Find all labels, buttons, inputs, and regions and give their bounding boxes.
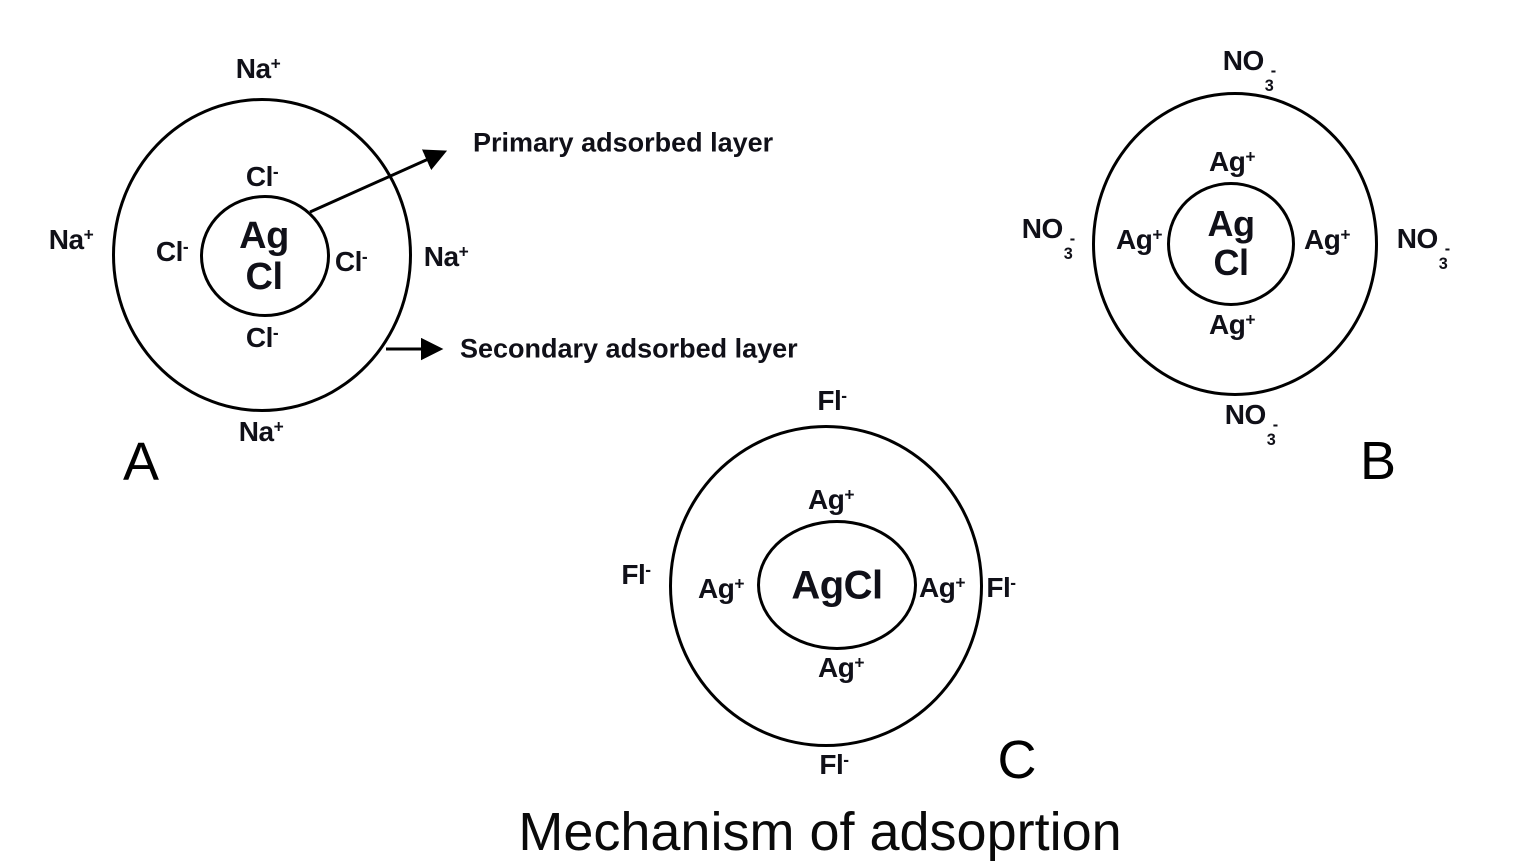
diagram-c-letter: C xyxy=(997,730,1037,790)
ion-base: Fl xyxy=(621,559,646,590)
c-outer-ion-left: Fl- xyxy=(621,559,651,591)
diagram-a-letter: A xyxy=(122,432,160,492)
ion-sub-sup: -3 xyxy=(1264,61,1276,96)
ion-superscript: - xyxy=(841,385,847,406)
core-formula-line1: Ag xyxy=(1207,203,1256,245)
a-outer-ion-left: Na+ xyxy=(48,224,94,256)
b-outer-ion-top: NO-3 xyxy=(1222,45,1276,96)
a-outer-ion-right: Na+ xyxy=(423,241,469,273)
ion-base: Ag xyxy=(818,652,855,683)
diagram-a-outer-circle xyxy=(112,98,412,412)
ion-superscript: - xyxy=(843,749,849,770)
ion-subscript: 3 xyxy=(1063,245,1073,264)
b-outer-ion-bottom: NO-3 xyxy=(1224,399,1278,450)
ion-superscript: - xyxy=(182,236,189,257)
b-outer-ion-right: NO-3 xyxy=(1396,223,1450,274)
diagram-c-outer-circle xyxy=(669,425,983,747)
ion-base: NO xyxy=(1021,213,1064,245)
diagram-a-core-label: Ag Cl xyxy=(239,214,289,298)
ion-base: Cl xyxy=(245,161,274,192)
ion-base: Fl xyxy=(817,385,842,416)
c-outer-ion-right: Fl- xyxy=(986,572,1016,604)
ion-sub-sup: -3 xyxy=(1438,239,1450,274)
ion-base: Cl xyxy=(155,236,184,267)
ion-base: Ag xyxy=(1209,146,1246,177)
ion-subscript: 3 xyxy=(1264,77,1274,96)
ion-superscript: - xyxy=(1444,239,1450,258)
ion-subscript: 3 xyxy=(1266,431,1276,450)
b-outer-ion-left: NO-3 xyxy=(1021,213,1075,264)
ion-sub-sup: -3 xyxy=(1266,415,1278,450)
ion-superscript: - xyxy=(1270,61,1276,80)
ion-base: Na xyxy=(423,241,459,272)
ion-base: NO xyxy=(1396,223,1439,255)
ion-base: Cl xyxy=(334,246,363,277)
ion-base: Ag xyxy=(1116,224,1153,255)
diagram-b-inner-circle xyxy=(1167,182,1295,306)
ion-superscript: + xyxy=(1245,146,1255,167)
a-inner-ion-left: Cl- xyxy=(155,236,189,268)
a-inner-ion-top: Cl- xyxy=(245,161,279,193)
c-inner-ion-left: Ag+ xyxy=(698,573,744,605)
diagram-b-letter: B xyxy=(1359,431,1397,491)
ion-superscript: + xyxy=(1340,224,1350,245)
a-outer-ion-bottom: Na+ xyxy=(238,416,284,448)
b-inner-ion-top: Ag+ xyxy=(1209,146,1255,178)
ion-superscript: + xyxy=(734,573,744,594)
ion-superscript: + xyxy=(1245,309,1255,330)
ion-base: Ag xyxy=(1209,309,1246,340)
ion-base: NO xyxy=(1222,45,1265,77)
ion-superscript: - xyxy=(1069,229,1075,248)
ion-superscript: + xyxy=(1152,224,1162,245)
ion-superscript: + xyxy=(273,416,284,437)
figure-caption: Mechanism of adsoprtion xyxy=(518,802,1122,862)
ion-base: Fl xyxy=(986,572,1011,603)
b-inner-ion-right: Ag+ xyxy=(1304,224,1350,256)
diagram-b-core-label: Ag Cl xyxy=(1207,203,1256,283)
c-inner-ion-bottom: Ag+ xyxy=(818,652,864,684)
a-inner-ion-bottom: Cl- xyxy=(245,322,279,354)
ion-base: Ag xyxy=(698,573,735,604)
ion-superscript: + xyxy=(844,484,854,505)
ion-base: NO xyxy=(1224,399,1267,431)
ion-superscript: - xyxy=(272,322,279,343)
c-inner-ion-right: Ag+ xyxy=(919,572,965,604)
secondary-adsorbed-layer-label: Secondary adsorbed layer xyxy=(460,333,798,364)
ion-base: Ag xyxy=(808,484,845,515)
c-outer-ion-top: Fl- xyxy=(817,385,847,417)
ion-superscript: + xyxy=(854,652,864,673)
ion-superscript: + xyxy=(270,53,281,74)
core-formula-line2: Cl xyxy=(245,256,283,298)
ion-superscript: - xyxy=(272,161,279,182)
ion-subscript: 3 xyxy=(1438,255,1448,274)
ion-superscript: + xyxy=(458,241,469,262)
diagram-b-outer-circle xyxy=(1092,92,1378,396)
b-inner-ion-bottom: Ag+ xyxy=(1209,309,1255,341)
ion-base: Cl xyxy=(245,322,274,353)
ion-superscript: - xyxy=(361,246,368,267)
diagram-a-inner-circle xyxy=(200,195,330,317)
ion-superscript: - xyxy=(645,559,651,580)
core-formula-line2: Cl xyxy=(1213,242,1250,283)
ion-superscript: - xyxy=(1010,572,1016,593)
core-formula-line1: Ag xyxy=(239,214,289,257)
ion-base: Na xyxy=(48,224,84,255)
c-outer-ion-bottom: Fl- xyxy=(819,749,849,781)
ion-base: Fl xyxy=(819,749,844,780)
ion-superscript: - xyxy=(1272,415,1278,434)
ion-sub-sup: -3 xyxy=(1063,229,1075,264)
diagram-c-core-label: AgCl xyxy=(791,563,883,608)
diagram-c-inner-circle xyxy=(757,520,917,650)
a-outer-ion-top: Na+ xyxy=(235,53,281,85)
c-inner-ion-top: Ag+ xyxy=(808,484,854,516)
ion-superscript: + xyxy=(955,572,965,593)
ion-base: Na xyxy=(235,53,271,84)
ion-base: Na xyxy=(238,416,274,447)
a-inner-ion-right: Cl- xyxy=(334,246,368,278)
b-inner-ion-left: Ag+ xyxy=(1116,224,1162,256)
primary-adsorbed-layer-label: Primary adsorbed layer xyxy=(473,127,774,158)
ion-base: Ag xyxy=(1304,224,1341,255)
ion-superscript: + xyxy=(83,224,94,245)
ion-base: Ag xyxy=(919,572,956,603)
